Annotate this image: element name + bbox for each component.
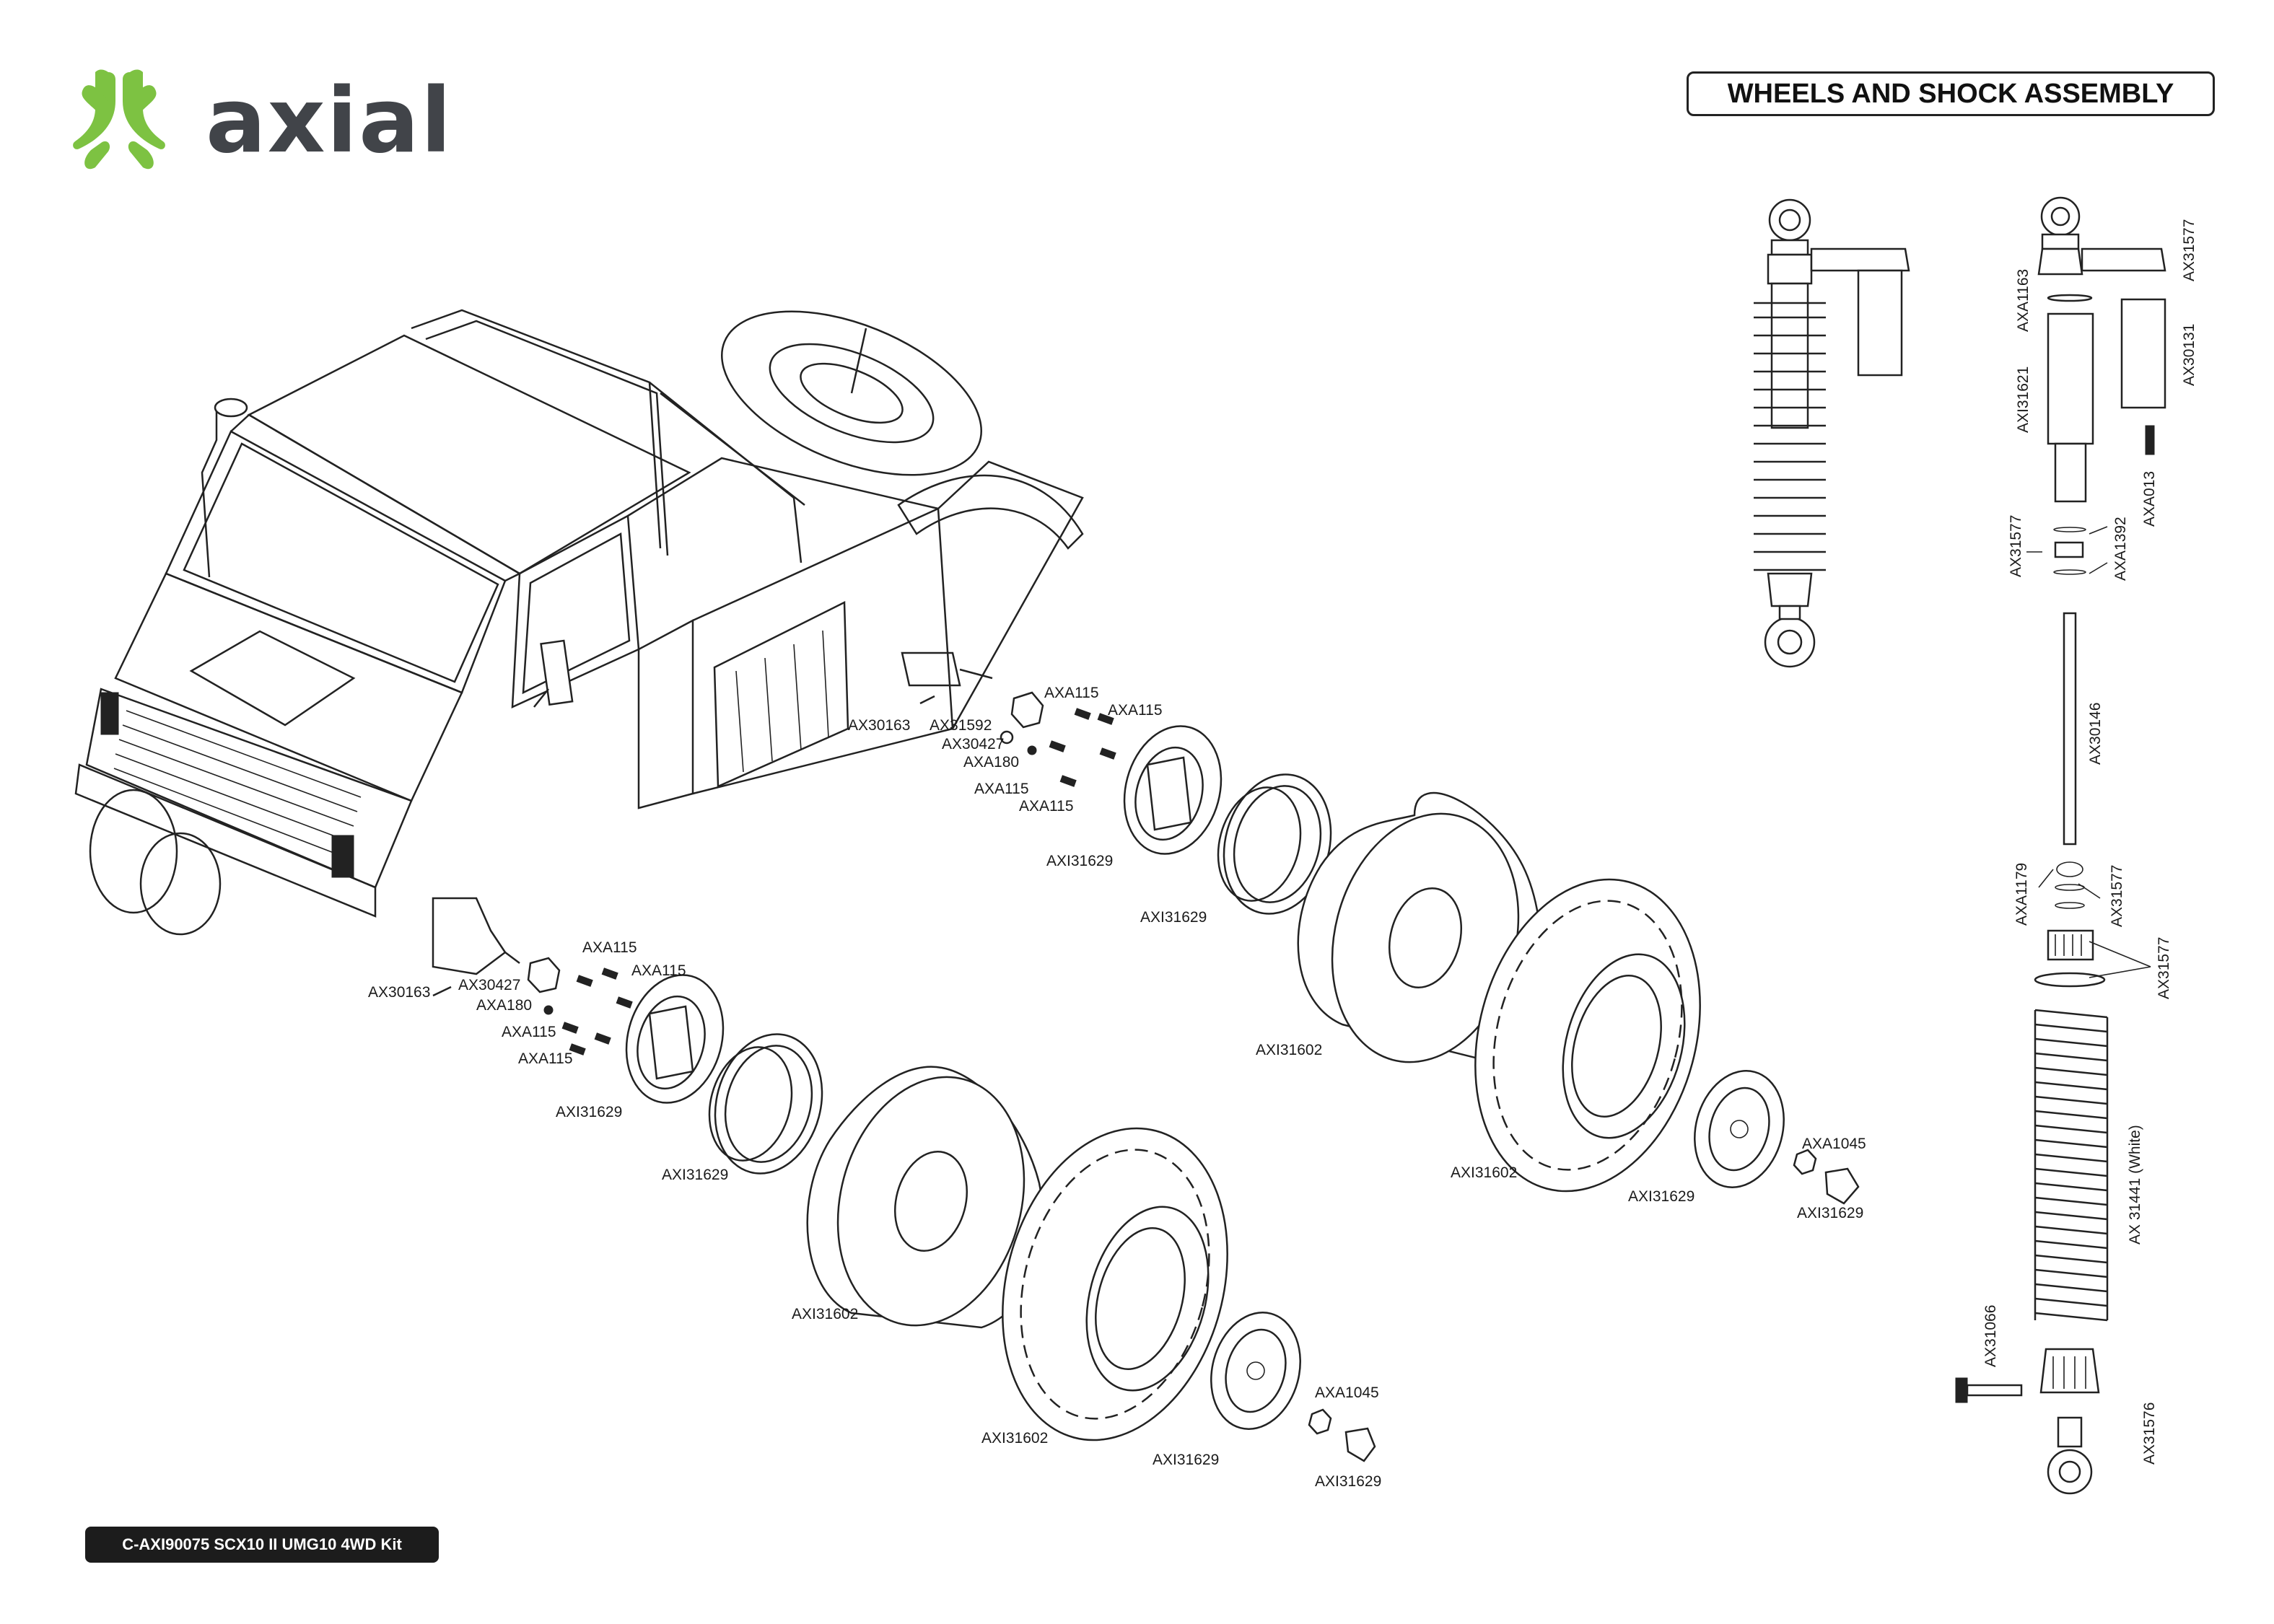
label-shock-axa1163: AXA1163: [2015, 269, 2032, 332]
spare-tire: [721, 310, 982, 476]
label-rear-axa1045: AXA1045: [1802, 1136, 1866, 1152]
label-front-axa115-a: AXA115: [582, 939, 637, 956]
axial-logo: axial: [73, 69, 452, 173]
label-shock-spring: AX 31441 (White): [2127, 1125, 2143, 1245]
label-front-axa115-c: AXA115: [502, 1024, 556, 1040]
label-front-axa115-b: AXA115: [631, 962, 686, 979]
front-foam-insert: [806, 1066, 1044, 1329]
label-shock-ax31066: AX31066: [1982, 1305, 1999, 1367]
label-shock-ax31576: AX31576: [2141, 1403, 2158, 1465]
label-rear-axa115-d: AXA115: [1019, 798, 1074, 815]
label-rear-axa115-c: AXA115: [974, 781, 1029, 797]
rear-outer-hub: [1694, 1070, 1860, 1205]
label-shock-ax31577-low: AX31577: [2109, 865, 2125, 927]
label-shock-ax30146: AX30146: [2087, 703, 2104, 765]
label-front-axi31629-cap: AXI31629: [1315, 1473, 1381, 1490]
label-front-axi31602-foam: AXI31602: [792, 1306, 858, 1322]
label-front-axi31629-hub: AXI31629: [1153, 1452, 1219, 1468]
axial-logo-mark: [73, 69, 165, 170]
rear-hub-assembly: [901, 651, 1044, 755]
label-rear-axa115-a: AXA115: [1044, 685, 1099, 701]
label-front-axi31629-wheel: AXI31629: [662, 1167, 728, 1183]
label-shock-axi31621: AXI31621: [2015, 367, 2032, 433]
label-rear-axi31602-foam: AXI31602: [1256, 1042, 1322, 1058]
front-outer-hub: [1210, 1312, 1376, 1462]
label-front-axa115-d: AXA115: [518, 1050, 573, 1067]
rear-beadlock-ring: [1123, 725, 1223, 855]
front-wheel-rim: [708, 1033, 823, 1175]
label-shock-axa1179: AXA1179: [2013, 863, 2030, 926]
label-rear-axa115-b: AXA115: [1108, 702, 1163, 719]
rear-tire: [1474, 878, 1701, 1193]
label-shock-ax31577-collar: AX31577: [2156, 937, 2172, 999]
kit-footer-label: C-AXI90075 SCX10 II UMG10 4WD Kit: [85, 1527, 439, 1563]
label-shock-ax31577-mid: AX31577: [2008, 515, 2024, 577]
label-shock-ax31577-top: AX31577: [2181, 219, 2198, 281]
label-shock-axa1392: AXA1392: [2112, 517, 2129, 581]
rear-foam-insert: [1297, 791, 1542, 1063]
front-tire: [1002, 1127, 1228, 1441]
label-front-ax30427: AX30427: [458, 977, 520, 993]
shock-assembled: [1754, 198, 1910, 668]
label-rear-ax30163: AX30163: [848, 717, 910, 734]
label-rear-ax30427: AX30427: [942, 736, 1004, 752]
shock-exploded: [1955, 196, 2166, 1495]
rear-screws: [1049, 708, 1116, 787]
label-rear-axi31629-hub: AXI31629: [1628, 1188, 1694, 1205]
axial-logo-wordmark: axial: [206, 69, 452, 173]
leader-lines: [2026, 526, 2151, 978]
label-front-axa180: AXA180: [476, 997, 532, 1014]
label-front-axa1045: AXA1045: [1315, 1384, 1379, 1401]
label-front-axi31602-tire: AXI31602: [981, 1430, 1048, 1447]
label-rear-axi31602-tire: AXI31602: [1451, 1164, 1517, 1181]
truck-body-illustration: [74, 309, 1084, 936]
label-rear-ax31592: AX31592: [930, 717, 992, 734]
label-front-axi31629-ring: AXI31629: [556, 1104, 622, 1120]
label-rear-axi31629-wheel: AXI31629: [1140, 909, 1207, 926]
label-shock-axa013: AXA013: [2141, 471, 2158, 527]
label-rear-axi31629-ring: AXI31629: [1046, 853, 1113, 869]
label-rear-axa180: AXA180: [963, 754, 1019, 771]
front-beadlock-ring: [625, 974, 725, 1104]
front-screws: [561, 967, 633, 1055]
label-front-ax30163: AX30163: [368, 984, 430, 1001]
rear-wheel-rim: [1217, 773, 1332, 915]
front-hub-assembly: [432, 897, 561, 1015]
page-title: WHEELS AND SHOCK ASSEMBLY: [1687, 71, 2215, 116]
label-shock-ax30131: AX30131: [2181, 324, 2198, 386]
label-rear-axi31629-cap: AXI31629: [1797, 1205, 1863, 1221]
